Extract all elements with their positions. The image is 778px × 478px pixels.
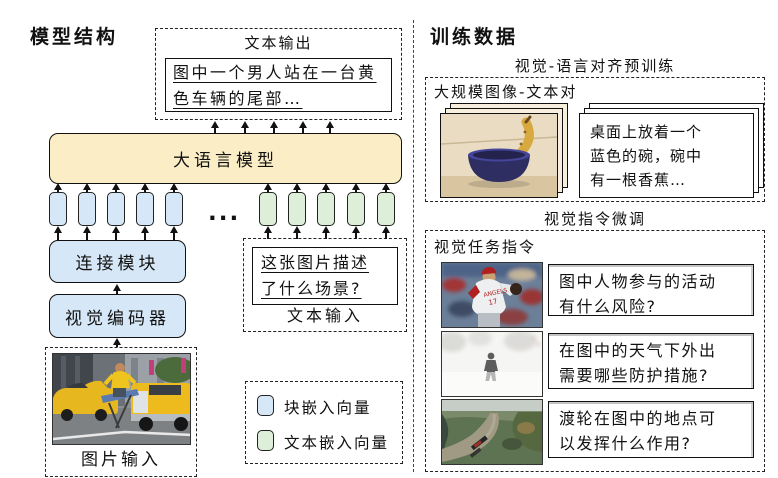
instruction-row1-image: ANGELS 17: [441, 262, 543, 328]
legend-box: 块嵌入向量 文本嵌入向量: [245, 381, 403, 464]
image-input-box: 图片输入: [45, 347, 197, 477]
text-token-4: [347, 192, 365, 226]
instruction-row2-image: [441, 331, 543, 397]
baseball-pitcher-image: ANGELS 17: [442, 263, 542, 327]
text-input-line2: 了什么场景?: [261, 279, 362, 298]
connector-box: 连接模块: [49, 240, 186, 283]
pretraining-box-label: 大规模图像-文本对: [434, 83, 578, 101]
text-token-2: [288, 192, 306, 226]
instruction-row3-image: [441, 399, 543, 465]
flow-arrow-up: [111, 226, 121, 241]
instruction-box: 视觉任务指令 ANGELS: [425, 230, 765, 472]
svg-text:17: 17: [488, 297, 498, 307]
instruction-row3-question: 渡轮在图中的地点可 以发挥什么作用?: [548, 401, 754, 458]
flow-arrow-up: [112, 338, 122, 347]
flow-arrow-up: [53, 183, 63, 192]
flow-arrow-up: [263, 183, 273, 192]
flow-arrow-up: [169, 226, 179, 241]
flow-arrow-up: [140, 226, 150, 241]
text-output-line2: 色车辆的尾部…: [173, 89, 303, 108]
text-embedding-swatch: [257, 430, 274, 451]
patch-embedding-swatch: [257, 395, 274, 416]
river-ferry-aerial-image: [442, 400, 542, 464]
caption-text: 桌面上放着一个 蓝色的碗，碗中 有一根香蕉…: [580, 114, 753, 198]
flow-arrow-up: [112, 284, 122, 294]
flow-arrow-up: [140, 183, 150, 192]
caption-line2: 蓝色的碗，碗中: [590, 147, 703, 165]
llm-box: 大语言模型: [49, 133, 402, 184]
text-output-content: 图中一个男人站在一台黄 色车辆的尾部…: [165, 58, 392, 112]
row3-question-line1: 渡轮在图中的地点可: [559, 409, 717, 428]
text-output-label: 文本输出: [244, 34, 313, 52]
flow-arrow-up: [321, 226, 331, 239]
instruction-row2-question: 在图中的天气下外出 需要哪些防护措施?: [548, 333, 754, 389]
flow-arrow-up: [321, 183, 331, 192]
flow-arrow-up: [351, 183, 361, 192]
patch-token-4: [136, 192, 154, 226]
text-output-line1: 图中一个男人站在一台黄: [173, 63, 377, 82]
flow-arrow-up: [263, 226, 273, 239]
flow-arrow-up: [292, 226, 302, 239]
image-input-label: 图片输入: [81, 450, 161, 470]
text-embedding-label: 文本嵌入向量: [284, 434, 390, 452]
flow-arrow-up: [269, 121, 279, 133]
image-stack-card-front: [440, 113, 558, 198]
flow-arrow-up: [111, 183, 121, 192]
patch-token-5: [165, 192, 183, 226]
banana-in-bowl-image: [441, 114, 557, 197]
flow-arrow-up: [240, 121, 250, 133]
flow-arrow-up: [381, 226, 391, 239]
flow-arrow-up: [82, 226, 92, 241]
pretraining-box: 大规模图像-文本对 桌面上放着一个 蓝色的碗，碗中: [425, 77, 765, 202]
instruction-section-title: 视觉指令微调: [543, 210, 646, 228]
patch-embedding-label: 块嵌入向量: [284, 399, 372, 417]
flow-arrow-up: [351, 226, 361, 239]
caption-stack-card-front: 桌面上放着一个 蓝色的碗，碗中 有一根香蕉…: [579, 113, 754, 198]
text-output-box: 文本输出 图中一个男人站在一台黄 色车辆的尾部…: [155, 28, 402, 120]
training-data-title: 训练数据: [430, 26, 519, 48]
model-structure-title: 模型结构: [30, 26, 119, 48]
svg-text:ANGELS: ANGELS: [483, 287, 508, 299]
row3-question-line2: 以发挥什么作用?: [559, 434, 692, 453]
caption-line3: 有一根香蕉…: [590, 171, 687, 189]
panel-divider: [413, 20, 414, 472]
taxi-street-scene-image: [53, 354, 190, 444]
pretraining-section-title: 视觉-语言对齐预训练: [514, 57, 676, 75]
flow-arrow-up: [292, 183, 302, 192]
row1-question-line2: 有什么风险?: [559, 297, 657, 316]
image-input-photo: [52, 353, 191, 445]
vision-encoder-box: 视觉编码器: [49, 294, 186, 338]
text-token-5: [377, 192, 395, 226]
patch-token-1: [49, 192, 67, 226]
text-input-content: 这张图片描述 了什么场景?: [252, 247, 398, 305]
flow-arrow-up: [298, 121, 308, 133]
instruction-row1-question: 图中人物参与的活动 有什么风险?: [548, 264, 754, 316]
row1-question-line1: 图中人物参与的活动: [559, 272, 717, 291]
flow-arrow-up: [381, 183, 391, 192]
text-token-1: [259, 192, 277, 226]
text-input-box: 这张图片描述 了什么场景? 文本输入: [243, 238, 407, 332]
tokens-ellipsis: ...: [208, 200, 241, 226]
row2-question-line1: 在图中的天气下外出: [559, 341, 717, 360]
flow-arrow-up: [169, 183, 179, 192]
flow-arrow-up: [82, 183, 92, 192]
text-input-label: 文本输入: [286, 306, 363, 325]
text-input-line1: 这张图片描述: [261, 253, 370, 272]
row2-question-line2: 需要哪些防护措施?: [559, 366, 709, 385]
flow-arrow-up: [325, 121, 335, 133]
flow-arrow-up: [53, 226, 63, 241]
text-token-3: [317, 192, 335, 226]
instruction-box-label: 视觉任务指令: [434, 238, 537, 256]
caption-line1: 桌面上放着一个: [590, 123, 703, 141]
snowy-fog-walker-image: [442, 332, 542, 396]
flow-arrow-up: [210, 121, 220, 133]
patch-token-3: [107, 192, 125, 226]
patch-token-2: [78, 192, 96, 226]
